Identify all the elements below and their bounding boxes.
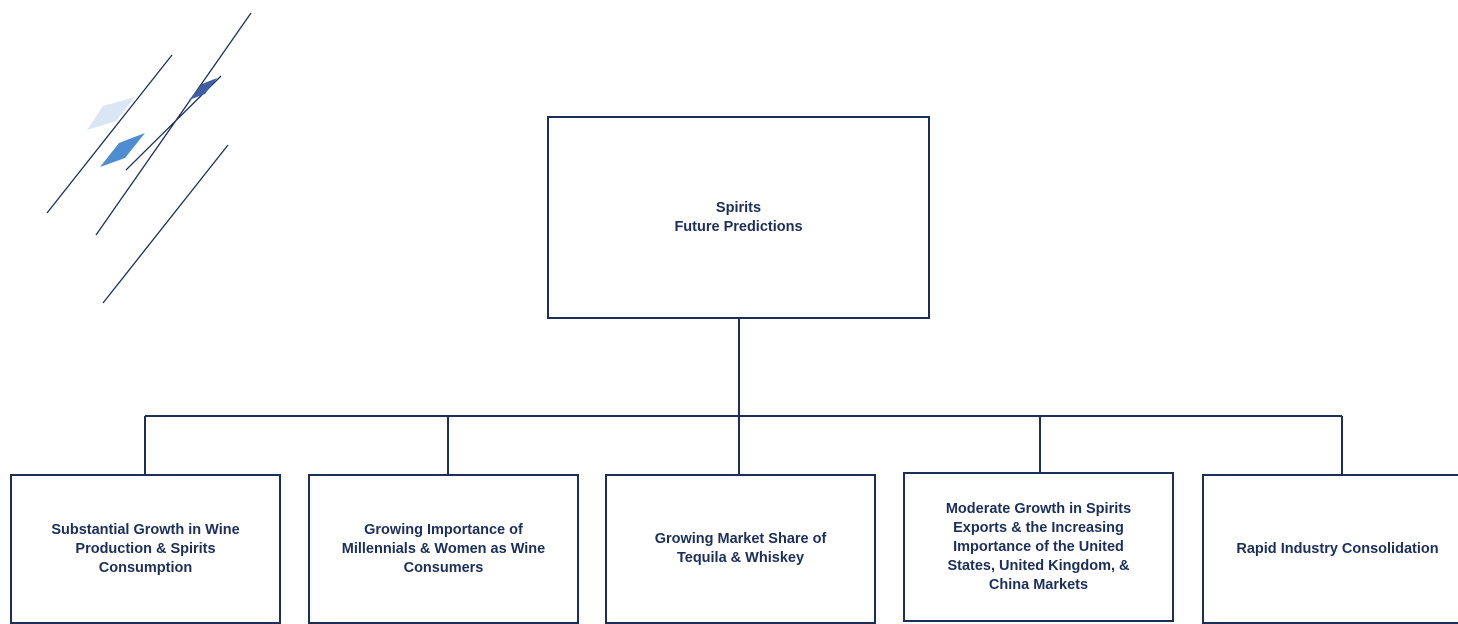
- decorative-logo: [46, 12, 252, 304]
- child-node-wine-growth: Substantial Growth in Wine Production & …: [10, 474, 281, 624]
- logo-line: [95, 12, 252, 236]
- child-node-tequila-whiskey: Growing Market Share of Tequila & Whiske…: [605, 474, 876, 624]
- child-node-label: Rapid Industry Consolidation: [1236, 540, 1439, 557]
- child-node-spirits-exports: Moderate Growth in Spirits Exports & the…: [903, 472, 1174, 622]
- logo-line: [46, 54, 173, 214]
- child-node-label: Moderate Growth in Spirits Exports & the…: [945, 500, 1132, 593]
- logo-diamond-mid: [100, 133, 145, 167]
- root-node: Spirits Future Predictions: [547, 116, 930, 319]
- child-node-label: Substantial Growth in Wine Production & …: [51, 521, 240, 576]
- child-node-label: Growing Market Share of Tequila & Whiske…: [654, 531, 827, 566]
- child-node-millennials-women: Growing Importance of Millennials & Wome…: [308, 474, 579, 624]
- child-node-label: Growing Importance of Millennials & Wome…: [341, 521, 546, 576]
- logo-diamond-light: [87, 97, 135, 130]
- logo-diamond-dark: [189, 78, 217, 100]
- connector-lines: [144, 319, 1343, 474]
- logo-line: [102, 144, 229, 304]
- root-node-label: Spirits Future Predictions: [674, 199, 803, 235]
- child-node-consolidation: Rapid Industry Consolidation: [1202, 474, 1458, 624]
